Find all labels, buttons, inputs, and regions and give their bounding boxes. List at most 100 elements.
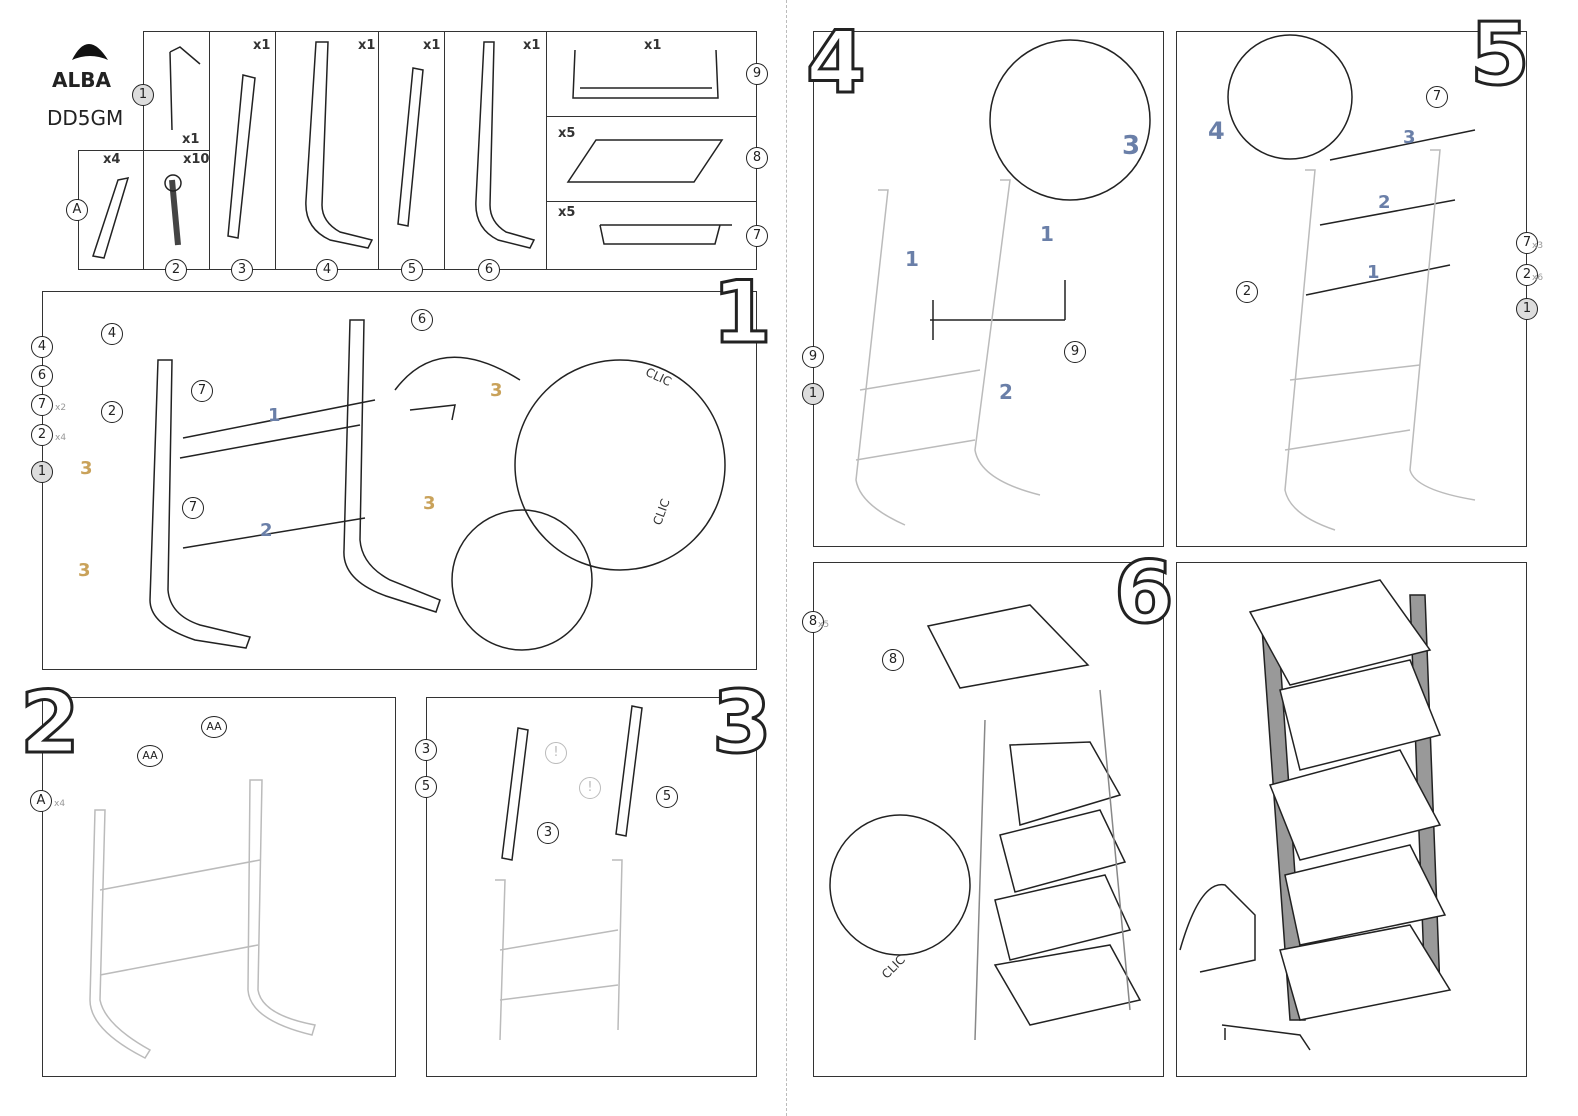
hex-key-drawing [169, 46, 201, 131]
required-part: 2 [1516, 264, 1538, 286]
step-5-panel [1176, 31, 1527, 547]
required-qty: x6 [1532, 273, 1544, 283]
arrow-step-label: 1 [268, 405, 281, 426]
arrow-step-label: 3 [78, 560, 91, 581]
final-assembly-panel [1176, 562, 1527, 1077]
upright-6-drawing [475, 41, 536, 249]
arrow-step-label: 3 [1403, 127, 1416, 148]
upright-3-drawing [227, 74, 256, 239]
required-part: 9 [802, 346, 824, 368]
part-qty: x1 [423, 38, 441, 53]
callout: AA [137, 745, 163, 767]
callout: 8 [882, 649, 904, 671]
step-4-panel [813, 31, 1164, 547]
arrow-step-label: 4 [1208, 117, 1225, 145]
tube-drawing [92, 177, 130, 259]
part-qty: x1 [358, 38, 376, 53]
part-id: 8 [746, 147, 768, 169]
required-part: 1 [1516, 298, 1538, 320]
required-part: 6 [31, 365, 53, 387]
part-qty: x1 [644, 38, 662, 53]
step-number: 6 [1113, 543, 1176, 643]
callout: AA [201, 716, 227, 738]
callout: 9 [1064, 341, 1086, 363]
upright-5-drawing [397, 67, 424, 227]
arrow-step-label: 3 [1122, 131, 1141, 161]
required-qty: x3 [1532, 241, 1544, 251]
warning-icon: ! [545, 742, 567, 764]
required-part: 8 [802, 611, 824, 633]
required-part: 7 [31, 394, 53, 416]
part-qty: x1 [182, 132, 200, 147]
step-6-panel [813, 562, 1164, 1077]
part-id: 9 [746, 63, 768, 85]
page-divider [786, 0, 787, 1116]
part-id: A [66, 199, 88, 221]
step-number: 3 [711, 673, 774, 773]
rod-7-drawing [599, 224, 732, 245]
required-qty: x4 [54, 799, 66, 809]
step-number: 4 [805, 13, 868, 113]
required-qty: x2 [55, 403, 67, 413]
part-id: 5 [401, 259, 423, 281]
step-2-panel [42, 697, 396, 1077]
arrow-step-label: 3 [80, 458, 93, 479]
required-part: 5 [415, 776, 437, 798]
logo-text: ALBA [52, 68, 111, 92]
step-number: 2 [19, 673, 82, 773]
required-part: 2 [31, 424, 53, 446]
callout: 6 [411, 309, 433, 331]
callout: 7 [182, 497, 204, 519]
callout: 3 [537, 822, 559, 844]
required-part: 3 [415, 739, 437, 761]
callout: 4 [101, 323, 123, 345]
arrow-step-label: 1 [1367, 262, 1380, 283]
callout: 7 [1426, 86, 1448, 108]
required-part: A [30, 790, 52, 812]
step-1-drawing [149, 319, 726, 651]
part-qty: x5 [558, 126, 576, 141]
warning-icon: ! [579, 777, 601, 799]
arrow-step-label: 1 [905, 247, 919, 271]
part-id: 3 [231, 259, 253, 281]
logo-mark-icon [72, 44, 108, 60]
required-qty: x5 [818, 620, 830, 630]
crossbar-9-drawing [572, 49, 719, 99]
shelf-8-drawing [566, 139, 724, 183]
callout: 2 [1236, 281, 1258, 303]
part-id: 7 [746, 225, 768, 247]
parts-drawings [92, 41, 732, 259]
model-number: DD5GM [47, 106, 124, 130]
required-part: 4 [31, 336, 53, 358]
arrow-step-label: 3 [423, 493, 436, 514]
part-qty: x5 [558, 205, 576, 220]
step-number: 5 [1469, 5, 1532, 105]
required-part: 7 [1516, 232, 1538, 254]
arrow-step-label: 1 [1040, 222, 1054, 246]
part-id: 4 [316, 259, 338, 281]
part-qty: x1 [253, 38, 271, 53]
part-qty: x4 [103, 152, 121, 167]
required-part: 1 [802, 383, 824, 405]
required-qty: x4 [55, 433, 67, 443]
callout: 5 [656, 786, 678, 808]
arrow-step-label: 2 [999, 380, 1013, 404]
arrow-step-label: 2 [1378, 192, 1391, 213]
callout: 2 [101, 401, 123, 423]
arrow-step-label: 3 [490, 380, 503, 401]
part-id: 6 [478, 259, 500, 281]
upright-4-drawing [305, 41, 374, 249]
part-qty: x1 [523, 38, 541, 53]
required-part: 1 [31, 461, 53, 483]
step-number: 1 [711, 263, 774, 363]
part-id: 1 [132, 84, 154, 106]
part-id: 2 [165, 259, 187, 281]
step-3-panel [426, 697, 757, 1077]
callout: 7 [191, 380, 213, 402]
